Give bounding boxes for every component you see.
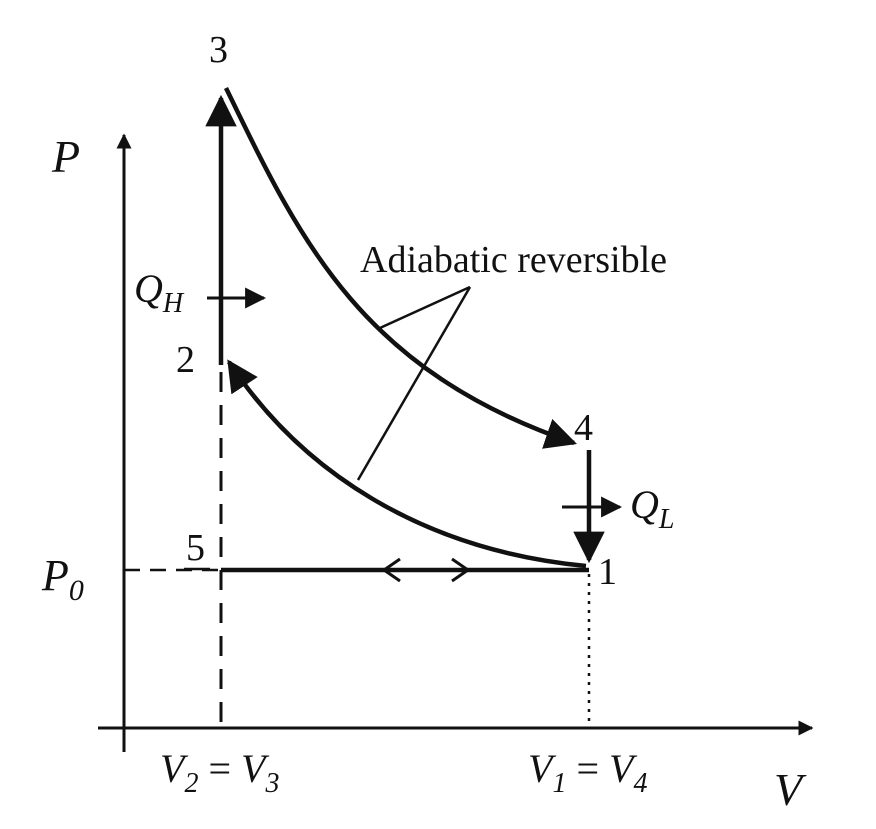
v2-v3-label: V2 = V3 [160,746,279,799]
x-axis-label: V [774,764,807,815]
y-axis-label: P [51,131,80,182]
ql-main: Q [630,482,659,527]
p0-label: P0 [41,551,84,607]
leader-lower [356,286,472,481]
qh-sub: H [162,288,185,319]
state-1-label: 1 [598,551,617,593]
state-5-label: 5 [186,527,205,569]
v2-eq: = [198,746,241,791]
v4-main: V [609,746,638,791]
chevron-right [451,557,471,583]
p0-sub: 0 [69,574,84,607]
cycle [205,87,605,583]
v2-main: V [160,746,189,791]
heat-arrows [207,287,623,518]
qh-label: QH [134,266,185,319]
process-1-2 [227,359,587,569]
state-4-label: 4 [574,407,593,449]
chevron-left [381,557,401,583]
process-3-4 [223,87,577,449]
state-3-label: 3 [209,29,228,71]
adiabatic-annotation: Adiabatic reversible [360,239,667,281]
leader-upper [379,285,471,330]
p0-main: P [41,551,69,600]
v4-sub: 4 [633,768,647,799]
ql-label: QL [630,482,674,535]
v1-v4-label: V1 = V4 [528,746,647,799]
v2-sub: 2 [184,768,198,799]
v3-main: V [241,746,270,791]
v3-sub: 3 [264,768,279,799]
ql-sub: L [658,504,675,535]
labels: P V P0 3 2 4 5 1 QH QL Adiabatic reversi… [41,29,807,815]
v1-sub: 1 [552,768,566,799]
v1-eq: = [566,746,609,791]
v1-main: V [528,746,557,791]
state-2-label: 2 [176,339,195,381]
annotation-leaders [356,285,472,481]
axes [98,133,814,752]
qh-main: Q [134,266,163,311]
